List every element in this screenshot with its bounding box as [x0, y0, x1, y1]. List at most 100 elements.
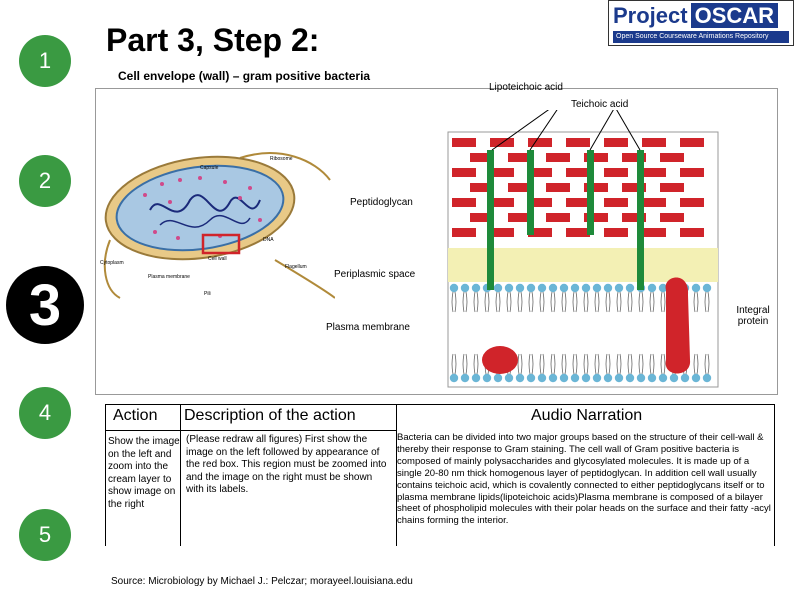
- step-1[interactable]: 1: [19, 35, 71, 87]
- phospholipid-head: [625, 283, 635, 293]
- phospholipid-tail: [704, 353, 710, 375]
- logo-word-oscar: OSCAR: [690, 3, 779, 28]
- audio-header: Audio Narration: [531, 407, 643, 424]
- phospholipid-head: [559, 283, 569, 293]
- phospholipid-head: [592, 373, 602, 383]
- description-header: Description of the action: [184, 407, 356, 424]
- pili-label: Pili: [204, 291, 211, 297]
- phospholipid-tail: [605, 291, 611, 313]
- phospholipid-tail: [495, 291, 501, 313]
- phospholipid-head: [625, 373, 635, 383]
- phospholipid-tail: [616, 291, 622, 313]
- peptidoglycan-unit: [566, 198, 590, 207]
- peptidoglycan-unit: [528, 138, 552, 147]
- phospholipid-head: [647, 373, 657, 383]
- peptidoglycan-unit: [546, 153, 570, 162]
- peptidoglycan-unit: [680, 138, 704, 147]
- phospholipid-head: [471, 373, 481, 383]
- phospholipid-tail: [561, 353, 567, 375]
- phospholipid-tail: [583, 353, 589, 375]
- peptidoglycan-unit: [490, 228, 514, 237]
- cell-wall-diagram: [430, 110, 730, 390]
- description-cell: (Please redraw all figures) First show t…: [186, 434, 387, 495]
- step-2[interactable]: 2: [19, 155, 71, 207]
- phospholipid-tail: [627, 353, 633, 375]
- phospholipid-tail: [484, 291, 490, 313]
- phospholipid-tail: [550, 291, 556, 313]
- logo-word-project: Project: [613, 3, 688, 28]
- peptidoglycan-unit: [660, 213, 684, 222]
- phospholipid-tail: [561, 291, 567, 313]
- phospholipid-head: [680, 373, 690, 383]
- phospholipid-tail: [660, 353, 666, 375]
- phospholipid-head: [702, 283, 712, 293]
- phospholipid-tail: [506, 291, 512, 313]
- step-4[interactable]: 4: [19, 387, 71, 439]
- peptidoglycan-unit: [584, 153, 608, 162]
- peptidoglycan-layer: [452, 138, 704, 237]
- peptidoglycan-unit: [584, 183, 608, 192]
- phospholipid-tail: [660, 291, 666, 313]
- peptidoglycan-unit: [642, 138, 666, 147]
- phospholipid-tail: [594, 353, 600, 375]
- peptidoglycan-unit: [642, 168, 666, 177]
- step-5[interactable]: 5: [19, 509, 71, 561]
- phospholipid-head: [449, 283, 459, 293]
- peptidoglycan-unit: [508, 153, 532, 162]
- phospholipid-tail: [693, 291, 699, 313]
- peptidoglycan-unit: [452, 138, 476, 147]
- phospholipid-tail: [616, 353, 622, 375]
- peptidoglycan-unit: [604, 228, 628, 237]
- phospholipid-head: [526, 373, 536, 383]
- phospholipid-head: [449, 373, 459, 383]
- phospholipid-tail: [638, 353, 644, 375]
- column-divider-2: [396, 404, 397, 546]
- peptidoglycan-unit: [566, 168, 590, 177]
- plasma-membrane-label: Plasma membrane: [326, 322, 410, 333]
- peptidoglycan-unit: [566, 138, 590, 147]
- teichoic-acid-chains: [487, 150, 644, 290]
- peptidoglycan-unit: [528, 228, 552, 237]
- phospholipid-head: [636, 373, 646, 383]
- peptidoglycan-unit: [604, 198, 628, 207]
- phospholipid-head: [559, 373, 569, 383]
- phospholipid-head: [570, 283, 580, 293]
- phospholipid-tail: [539, 291, 545, 313]
- lipoteichoic-acid-label: Lipoteichoic acid: [489, 82, 563, 93]
- phospholipid-tail: [583, 291, 589, 313]
- peptidoglycan-unit: [622, 153, 646, 162]
- table-left-line: [105, 404, 106, 546]
- phospholipid-head: [537, 373, 547, 383]
- phospholipid-head: [702, 373, 712, 383]
- step-3-current[interactable]: 3: [6, 266, 84, 344]
- phospholipid-tail: [462, 291, 468, 313]
- peptidoglycan-unit: [604, 138, 628, 147]
- phospholipid-tail: [605, 353, 611, 375]
- peptidoglycan-unit: [642, 198, 666, 207]
- peptidoglycan-unit: [566, 228, 590, 237]
- action-header: Action: [113, 407, 158, 424]
- peptidoglycan-label: Peptidoglycan: [350, 197, 413, 208]
- phospholipid-head: [504, 283, 514, 293]
- teichoic-acid-label: Teichoic acid: [571, 99, 629, 110]
- peptidoglycan-unit: [546, 213, 570, 222]
- phospholipid-tail: [451, 353, 457, 375]
- peptidoglycan-unit: [604, 168, 628, 177]
- logo-tagline: Open Source Courseware Animations Reposi…: [613, 31, 789, 43]
- audio-narration-cell: Bacteria can be divided into two major g…: [397, 432, 771, 527]
- phospholipid-head: [471, 283, 481, 293]
- peptidoglycan-unit: [660, 153, 684, 162]
- phospholipid-head: [570, 373, 580, 383]
- peripheral-protein: [482, 346, 518, 374]
- integral-protein: [665, 277, 691, 374]
- phospholipid-tail: [462, 353, 468, 375]
- figure-panel: [95, 88, 778, 395]
- peptidoglycan-unit: [622, 213, 646, 222]
- dna-label: DNA: [263, 237, 274, 243]
- phospholipid-tail: [704, 291, 710, 313]
- phospholipid-tail: [627, 291, 633, 313]
- phospholipid-head: [548, 283, 558, 293]
- integral-protein-label: Integral protein: [736, 305, 770, 327]
- source-citation: Source: Microbiology by Michael J.: Pelc…: [111, 576, 413, 587]
- phospholipid-head: [515, 373, 525, 383]
